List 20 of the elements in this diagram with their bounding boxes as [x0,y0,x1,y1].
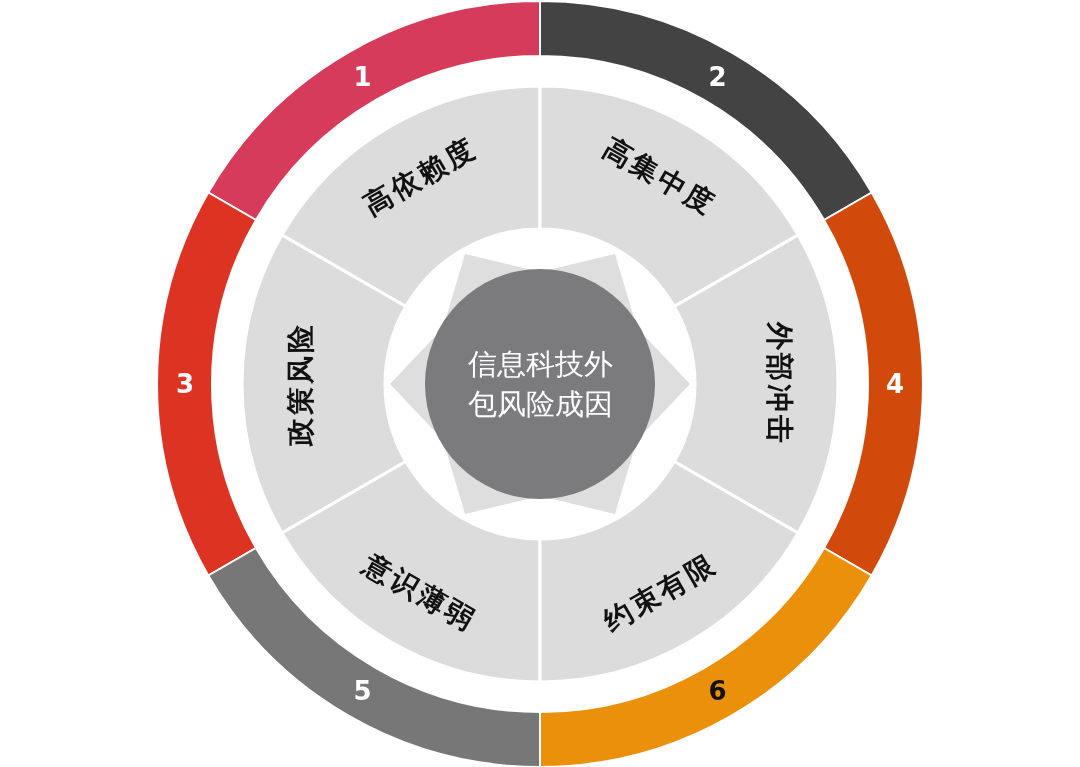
cause-label: 高依赖度 [358,131,483,222]
cause-label: 高集中度 [597,131,722,222]
cause-label: 约束有限 [598,547,723,638]
segment-number: 6 [708,676,727,707]
ring-segment [207,547,541,767]
cause-label: 政策风险 [284,322,317,446]
cause-label: 外部冲击 [763,322,796,446]
segment-number: 3 [175,369,195,399]
ring-segment [156,191,257,577]
cause-label: 意识薄弱 [357,547,482,638]
segment-number: 5 [353,676,372,707]
ring-segment [823,191,924,577]
segment-number: 4 [885,369,905,399]
segment-number: 2 [708,61,727,92]
center-circle [425,269,655,499]
segment-number: 1 [353,61,372,92]
ring-segment [539,547,873,767]
ring-segment [539,0,873,221]
center-title: 信息科技外包风险成因 [467,347,613,421]
ring-segment [207,0,541,221]
